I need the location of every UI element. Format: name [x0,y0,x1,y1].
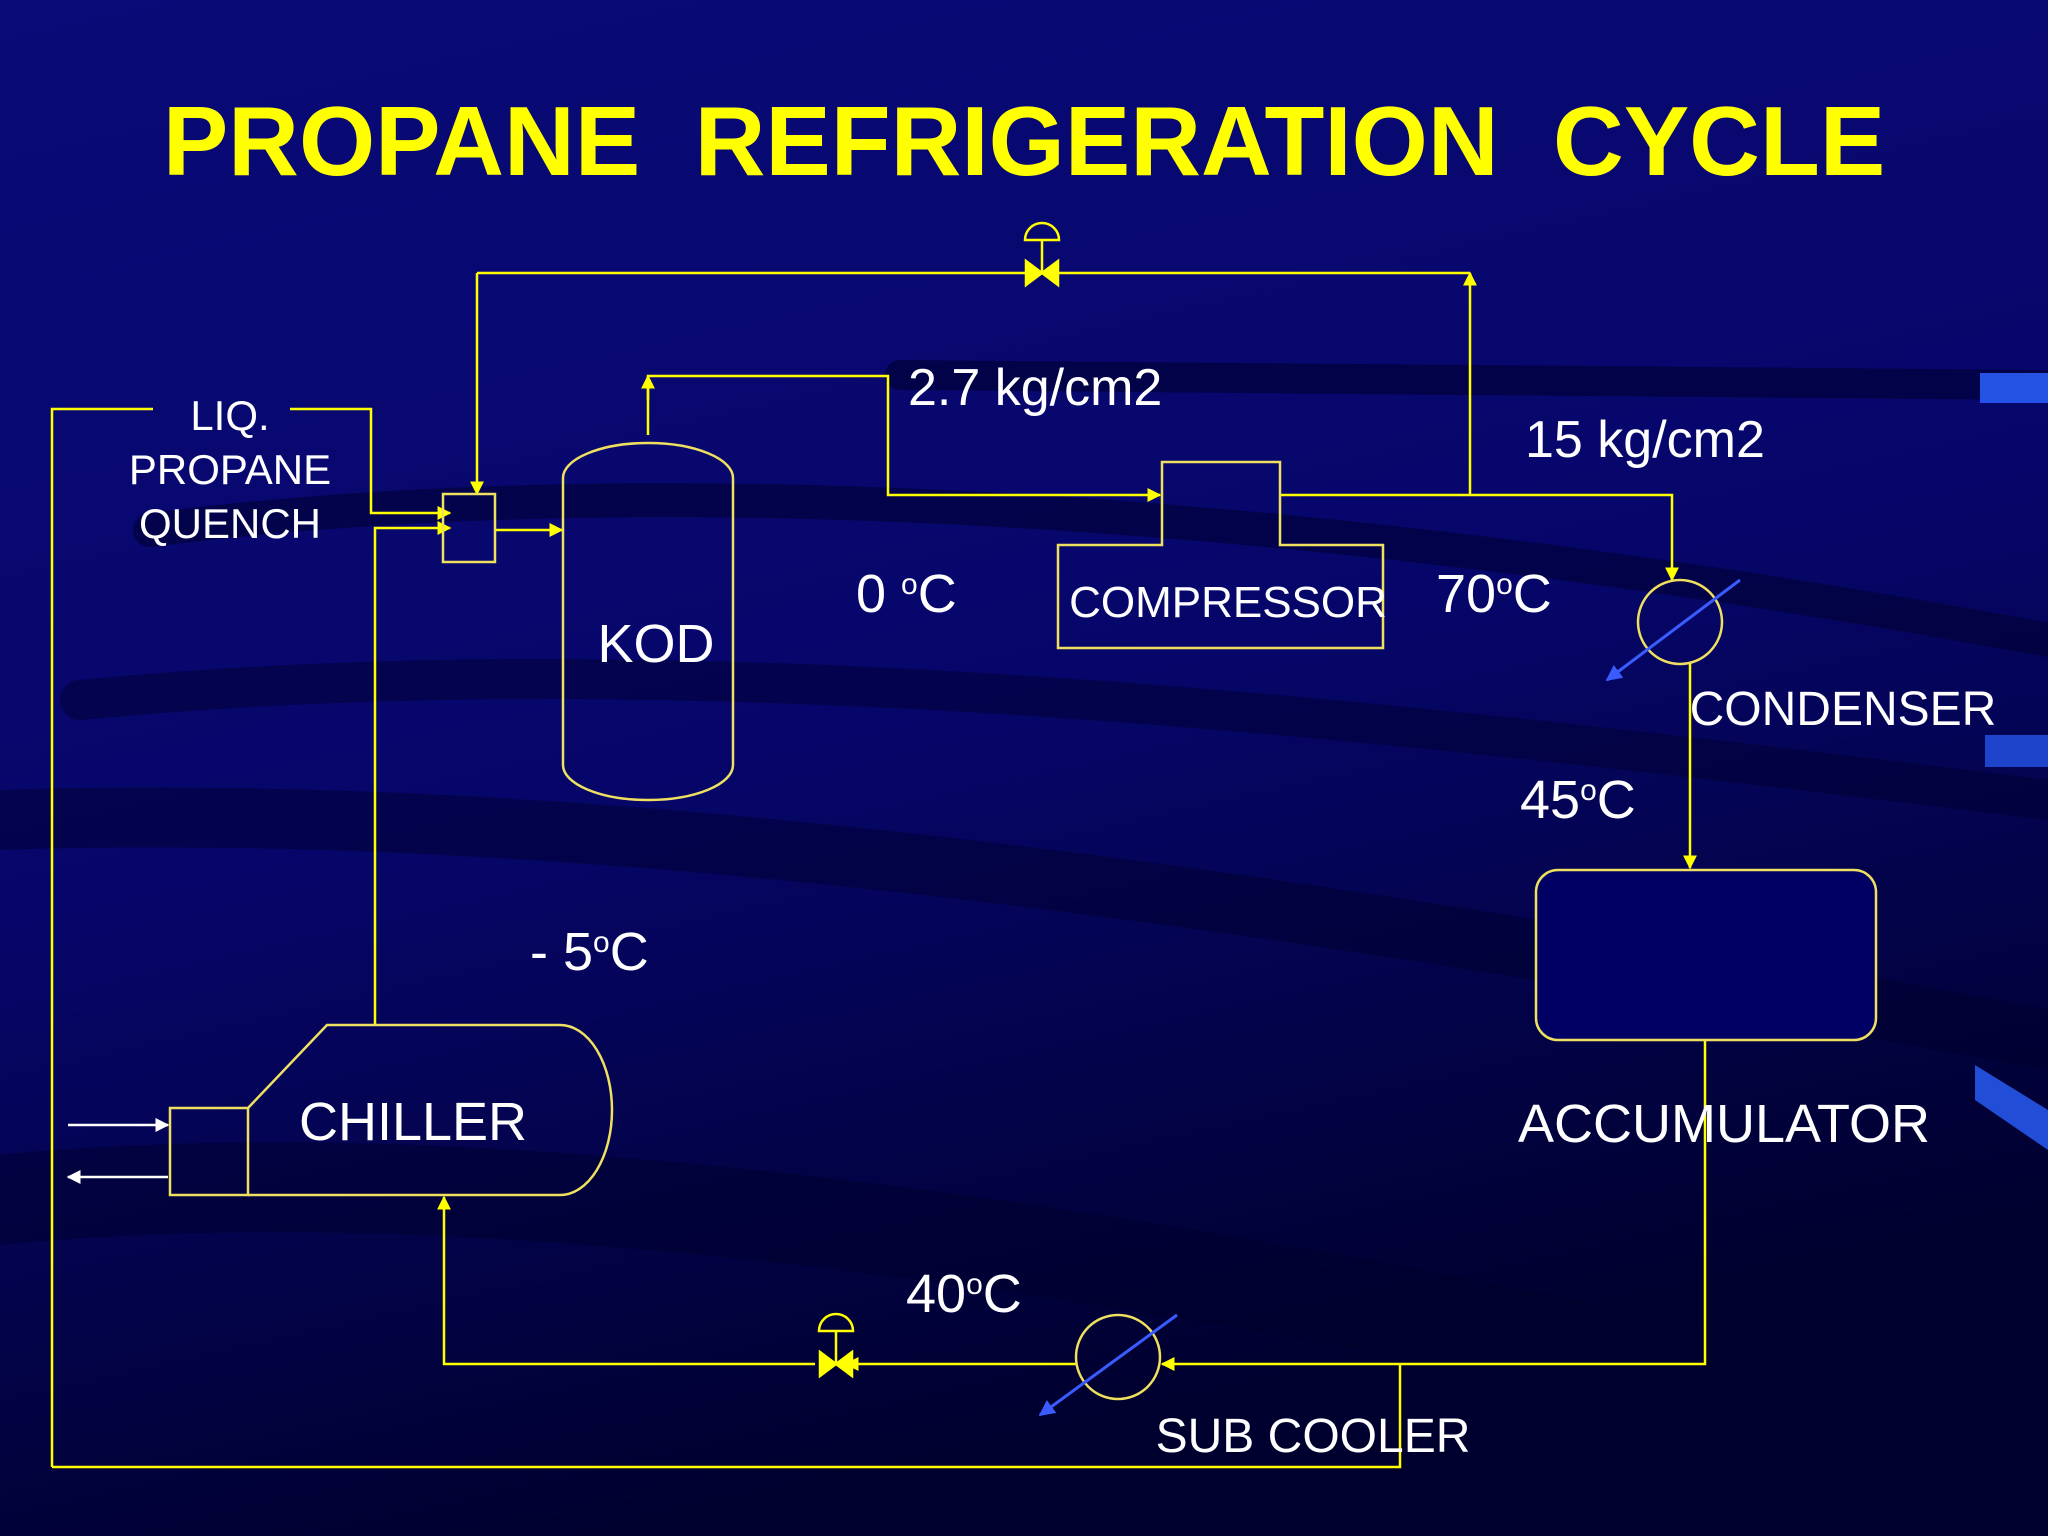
sub-cooler-label: SUB COOLER [1156,1410,1471,1463]
side-stripes [1975,373,2048,1150]
condenser-outlet-temperature-label: 45oC [1520,770,1636,830]
compressor-body [1056,460,1385,650]
chiller-feed-line [437,1195,815,1366]
suction-pressure-label: 2.7 kg/cm2 [908,359,1162,417]
discharge-line [1280,493,1679,582]
chiller-process-streams [66,1118,170,1184]
discharge-pressure-label: 15 kg/cm2 [1525,411,1765,469]
accumulator-vessel [1534,868,1878,1042]
accumulator-label: ACCUMULATOR [1518,1094,1930,1154]
svg-text:QUENCH: QUENCH [139,500,321,547]
kod-temperature-label: 0 oC [856,564,957,624]
subcooler-temperature-label: 40oC [906,1264,1022,1324]
chiller-vapour-line [373,521,452,1025]
compressor-label: COMPRESSOR [1069,578,1387,627]
control-valve-icon [817,1312,855,1379]
control-valve-icon [1023,221,1061,288]
chiller-temperature-label: - 5oC [530,922,649,982]
quench-line [50,407,153,1467]
kod-vessel [561,441,735,802]
svg-text:PROPANE: PROPANE [129,446,331,493]
chiller-label: CHILLER [299,1092,527,1152]
quench-branch [52,1364,1402,1469]
condenser-label: CONDENSER [1690,683,1997,736]
quench-line-right [290,407,452,520]
chiller-channel [168,1106,250,1197]
kod-label: KOD [597,614,714,674]
quench-label: LIQ. PROPANE QUENCH [129,392,331,547]
heat-exchanger-icon [1605,578,1741,682]
accumulator-outlet [1160,1040,1707,1371]
svg-text:LIQ.: LIQ. [190,392,269,439]
quench-mixer [441,492,497,564]
discharge-temperature-label: 70oC [1436,564,1552,624]
chiller-shell [247,1023,614,1197]
heat-exchanger-icon [1038,1313,1178,1417]
piping [50,271,1707,1469]
slide-title: PROPANE REFRIGERATION CYCLE [163,86,1885,196]
